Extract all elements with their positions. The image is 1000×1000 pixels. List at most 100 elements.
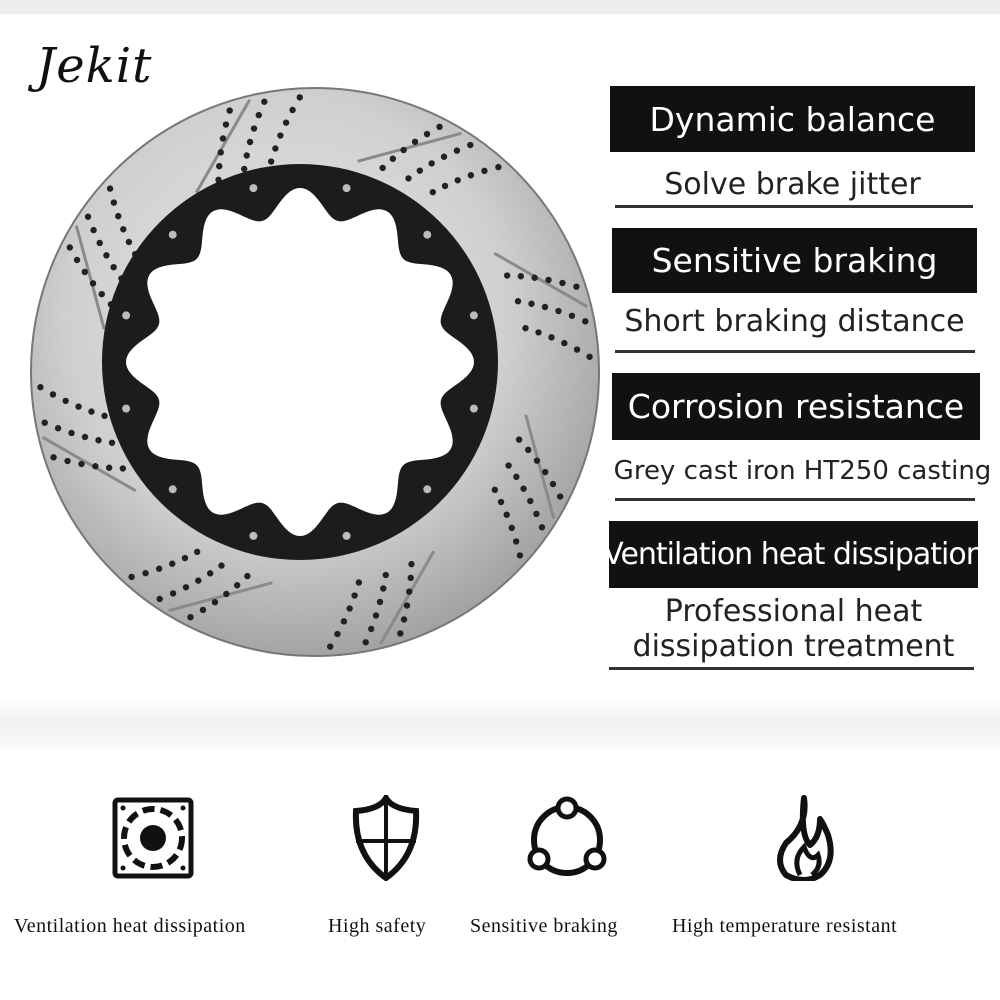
drill-hole: [217, 149, 224, 156]
drill-hole: [90, 226, 97, 234]
drill-hole: [119, 465, 127, 472]
drill-hole: [89, 280, 97, 287]
bolt-hole: [168, 485, 177, 494]
drill-hole: [372, 612, 380, 619]
drill-hole: [103, 252, 110, 259]
drill-hole: [406, 588, 413, 595]
drill-hole: [246, 138, 254, 146]
drill-hole: [289, 106, 296, 114]
drill-hole: [255, 111, 262, 119]
bolt-hole: [168, 230, 177, 239]
drill-hole: [243, 152, 250, 159]
drill-hole: [223, 590, 230, 598]
drill-hole: [110, 199, 118, 206]
drill-hole: [541, 303, 549, 311]
drill-hole: [545, 276, 552, 284]
drill-hole: [187, 613, 194, 621]
drill-hole: [549, 480, 557, 488]
drill-hole: [516, 552, 524, 559]
drill-hole: [411, 138, 419, 146]
drill-hole: [428, 160, 435, 167]
drill-hole: [541, 468, 549, 476]
disc-slot: [74, 225, 106, 330]
drill-hole: [405, 175, 412, 182]
drill-hole: [88, 408, 95, 415]
feature-title-1: Dynamic balance: [610, 86, 975, 152]
drill-hole: [115, 212, 122, 220]
drill-hole: [467, 172, 475, 179]
drill-hole: [327, 643, 334, 650]
drill-hole: [206, 570, 214, 577]
drill-hole: [62, 397, 69, 405]
bolt-hole: [423, 485, 432, 494]
drill-hole: [182, 584, 190, 591]
drill-hole: [181, 554, 189, 562]
feature-title-4: Ventilation heat dissipation: [603, 521, 985, 588]
drill-hole: [101, 412, 108, 420]
feature-desc-1: Solve brake jitter: [664, 167, 921, 202]
drill-hole: [508, 524, 515, 532]
drill-hole: [351, 592, 358, 599]
bolt-hole: [342, 184, 351, 193]
drill-hole: [368, 625, 375, 633]
drill-hole: [556, 493, 564, 500]
drill-hole: [514, 298, 522, 305]
drill-hole: [233, 582, 241, 589]
top-band: [0, 0, 1000, 14]
drill-hole: [37, 384, 44, 391]
disc-slot: [41, 436, 137, 493]
divider-band: [0, 700, 1000, 750]
drill-hole: [81, 268, 89, 276]
drill-hole: [467, 141, 474, 149]
drill-hole: [50, 454, 57, 461]
drill-hole: [453, 147, 461, 154]
drill-hole: [527, 497, 534, 505]
drill-hole: [400, 616, 408, 623]
drill-hole: [346, 605, 353, 612]
drill-hole: [505, 462, 512, 469]
drill-hole: [261, 98, 268, 105]
drill-hole: [75, 403, 82, 410]
icon-label-safety: High safety: [328, 915, 427, 937]
drill-hole: [98, 290, 105, 298]
feature-desc-4b: dissipation treatment: [632, 629, 955, 664]
feature-desc-3: Grey cast iron HT250 casting: [613, 456, 992, 486]
drill-hole: [497, 498, 505, 506]
drill-hole: [282, 119, 290, 126]
bolt-hole: [469, 311, 478, 320]
drill-hole: [106, 185, 114, 192]
drill-hole: [535, 329, 542, 336]
drill-hole: [211, 598, 219, 606]
cycle-icon: [527, 796, 607, 876]
drill-hole: [199, 606, 207, 614]
drill-hole: [73, 256, 81, 264]
drill-hole: [522, 324, 529, 332]
disc-slot: [493, 251, 589, 308]
drill-hole: [503, 511, 510, 518]
divider: [615, 350, 975, 353]
drill-hole: [408, 560, 415, 568]
drill-hole: [397, 630, 404, 637]
drill-hole: [586, 353, 593, 360]
drill-hole: [81, 433, 89, 441]
disc-slot: [379, 550, 436, 646]
feature-desc-2: Short braking distance: [624, 304, 965, 339]
drill-hole: [436, 123, 443, 131]
drill-hole: [195, 577, 202, 584]
disc-slot: [524, 414, 556, 519]
divider: [609, 667, 974, 670]
drill-hole: [155, 565, 163, 572]
drill-hole: [218, 562, 225, 569]
drill-hole: [528, 300, 535, 307]
drill-hole: [267, 158, 275, 165]
drill-hole: [78, 460, 85, 468]
bolt-hole: [469, 404, 478, 413]
drill-hole: [503, 272, 511, 279]
drill-hole: [340, 618, 348, 625]
feature-title-3: Corrosion resistance: [612, 373, 980, 440]
drill-hole: [84, 213, 92, 220]
bolt-hole: [249, 531, 258, 540]
drill-hole: [440, 153, 448, 160]
drill-hole: [403, 602, 411, 609]
drill-hole: [272, 145, 279, 152]
